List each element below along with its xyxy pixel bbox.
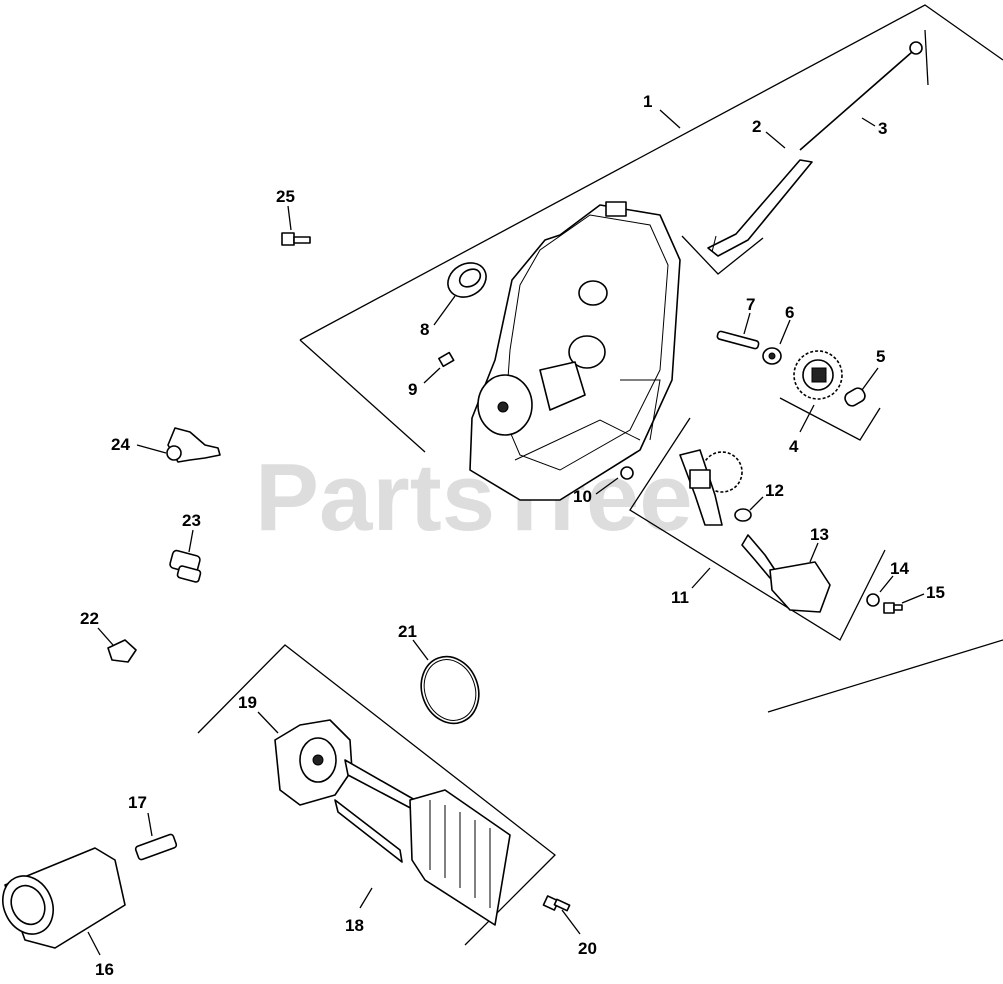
callout-2[interactable]: 2 <box>752 117 761 136</box>
callout-4[interactable]: 4 <box>789 437 799 456</box>
gear-4[interactable] <box>793 350 843 400</box>
oil-pump[interactable] <box>679 449 743 526</box>
callout-1[interactable]: 1 <box>643 92 652 111</box>
pin-5[interactable] <box>843 386 867 408</box>
callout-12[interactable]: 12 <box>765 481 784 500</box>
assembly-frame-oil-cooler <box>197 644 556 946</box>
leader-lines <box>87 109 925 956</box>
callout-11[interactable]: 11 <box>671 588 689 607</box>
washer-14[interactable] <box>866 593 880 607</box>
fitting-24[interactable] <box>166 427 221 463</box>
callout-6[interactable]: 6 <box>785 303 794 322</box>
screw-25[interactable] <box>281 232 311 246</box>
callout-8[interactable]: 8 <box>420 320 429 339</box>
callout-15[interactable]: 15 <box>926 583 945 602</box>
closure-plate[interactable] <box>469 201 681 501</box>
dipstick-tube[interactable] <box>707 159 813 257</box>
callout-5[interactable]: 5 <box>876 347 885 366</box>
callout-3[interactable]: 3 <box>878 119 887 138</box>
callout-23[interactable]: 23 <box>182 511 201 530</box>
callout-18[interactable]: 18 <box>345 916 364 935</box>
oil-seal[interactable] <box>442 256 493 304</box>
assembly-frame-oil-pump-gear <box>779 397 881 441</box>
callout-25[interactable]: 25 <box>276 187 295 206</box>
oil-cooler[interactable] <box>334 759 511 926</box>
dipstick[interactable] <box>799 41 923 151</box>
oil-pickup[interactable] <box>741 534 831 613</box>
assembly-frame-main <box>299 4 1003 713</box>
pressure-switch[interactable] <box>169 549 202 583</box>
o-ring-12[interactable] <box>734 508 752 522</box>
callout-10[interactable]: 10 <box>573 487 592 506</box>
oil-filter[interactable] <box>0 847 126 949</box>
assembly-frame-dipstick <box>681 29 929 275</box>
callout-9[interactable]: 9 <box>408 380 417 399</box>
callout-16[interactable]: 16 <box>95 960 114 979</box>
callout-13[interactable]: 13 <box>810 525 829 544</box>
callout-17[interactable]: 17 <box>128 793 147 812</box>
callout-20[interactable]: 20 <box>578 939 597 958</box>
callout-7[interactable]: 7 <box>746 295 755 314</box>
callout-22[interactable]: 22 <box>80 609 99 628</box>
callout-24[interactable]: 24 <box>111 435 130 454</box>
o-ring-10[interactable] <box>620 466 634 480</box>
shaft-pin[interactable] <box>716 330 760 350</box>
callout-labels: 1 2 3 4 5 6 7 8 9 10 11 12 13 14 15 16 1… <box>80 92 945 979</box>
callout-21[interactable]: 21 <box>398 622 417 641</box>
o-ring-21[interactable] <box>412 648 488 731</box>
assembly-frame-oil-pump <box>629 417 886 641</box>
clip-22[interactable] <box>107 639 137 663</box>
callout-14[interactable]: 14 <box>890 559 909 578</box>
screw-20[interactable] <box>542 895 571 912</box>
callout-19[interactable]: 19 <box>238 693 257 712</box>
screw-15[interactable] <box>883 602 903 614</box>
washer-6[interactable] <box>762 347 782 365</box>
oil-filter-adapter[interactable] <box>274 719 353 806</box>
stud-17[interactable] <box>134 833 178 861</box>
dowel-pin[interactable] <box>438 351 455 368</box>
